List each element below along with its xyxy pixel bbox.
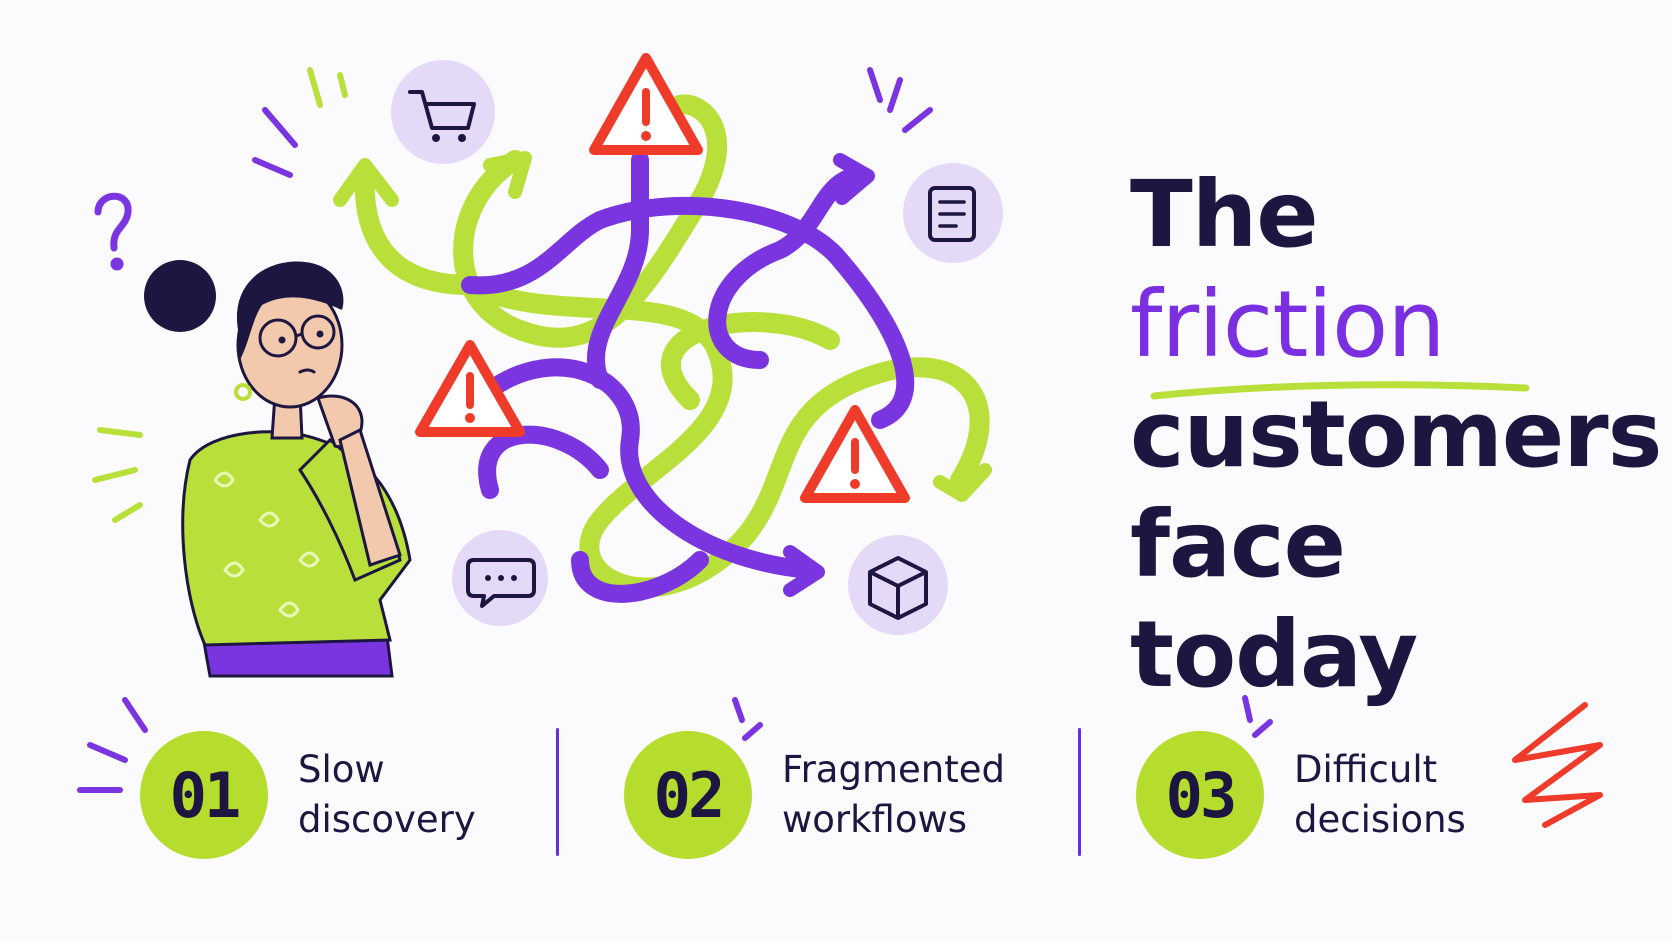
step-label-line-2: discovery (298, 798, 476, 841)
step-label-line-2: workflows (782, 798, 968, 841)
step-label: Difficult decisions (1294, 745, 1524, 845)
scribble-mark (1512, 702, 1603, 828)
step-divider (556, 728, 559, 856)
step-label-line-1: Difficult (1294, 748, 1438, 791)
step-number-badge: 03 (1136, 731, 1264, 859)
step-3: 03 Difficult decisions (1136, 730, 1524, 860)
step-number-badge: 02 (624, 731, 752, 859)
headline-line-1: The (1130, 161, 1319, 268)
cart-icon (391, 60, 495, 164)
warning-icon (800, 405, 910, 503)
step-label-line-2: decisions (1294, 798, 1466, 841)
step-divider (1078, 728, 1081, 856)
person-illustration (144, 260, 412, 678)
step-label-line-1: Fragmented (782, 748, 1005, 791)
warning-icon (589, 53, 703, 155)
warning-icon (415, 340, 525, 437)
question-mark-icon (94, 192, 132, 271)
step-number-badge: 01 (140, 731, 268, 859)
headline: The friction customers face today (1130, 160, 1662, 710)
headline-accent-word: friction (1130, 271, 1446, 378)
tangled-paths-purple (461, 151, 915, 603)
document-icon (903, 163, 1003, 263)
step-1: 01 Slow discovery (140, 730, 528, 860)
headline-line-4: face today (1130, 491, 1418, 708)
spark-marks (77, 67, 1273, 793)
step-label: Fragmented workflows (782, 745, 1012, 845)
headline-line-3: customers (1130, 381, 1662, 488)
accent-underline (1150, 381, 1530, 400)
step-2: 02 Fragmented workflows (624, 730, 1012, 860)
box-icon (848, 535, 948, 635)
step-label-line-1: Slow (298, 748, 385, 791)
chat-icon (452, 530, 548, 626)
arrowheads-lime (333, 151, 992, 502)
step-label: Slow discovery (298, 745, 528, 845)
arrowheads-purple (783, 153, 875, 597)
